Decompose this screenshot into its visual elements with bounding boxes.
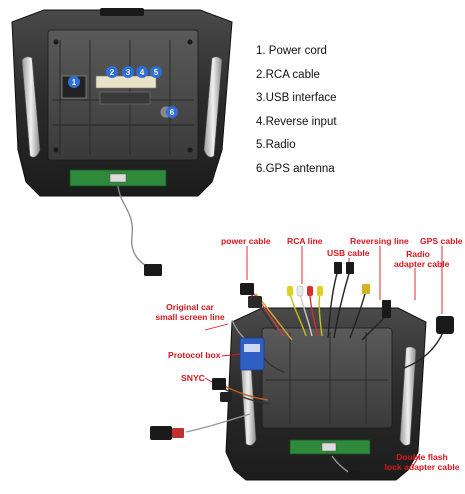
callout-usb-cable: USB cable [327, 248, 370, 258]
svg-text:6: 6 [170, 108, 175, 117]
callout-reversing-line: Reversing line [350, 236, 409, 246]
callout-double-flash: Double flash lock adapter cable [384, 452, 460, 472]
bottom-head-unit [225, 307, 427, 481]
callout-radio-adapter: Radio adapter cable [394, 249, 450, 269]
port-list-item: 4.Reverse input [256, 115, 337, 128]
port-marker-1: 1 [68, 76, 80, 88]
port-list-item: 1. Power cord [256, 45, 327, 57]
svg-text:2: 2 [110, 68, 115, 77]
callout-double-flash-line: Double flash [396, 452, 448, 462]
callout-snyc: SNYC [181, 373, 205, 383]
port-marker-3: 3 [122, 66, 134, 78]
port-list-item: 2.RCA cable [256, 68, 320, 81]
callout-double-flash-line: lock adapter cable [384, 462, 460, 472]
port-list-item: 5.Radio [256, 139, 296, 151]
svg-text:1: 1 [72, 78, 77, 87]
callout-rca-line: RCA line [287, 236, 323, 246]
svg-text:5: 5 [154, 68, 159, 77]
port-marker-6: 6 [166, 106, 178, 118]
top-head-unit [11, 8, 233, 276]
callout-original-car-line: small screen line [155, 312, 225, 322]
port-list-item: 3.USB interface [256, 92, 337, 104]
port-list: 1. Power cord 2.RCA cable 3.USB interfac… [256, 40, 456, 181]
port-marker-5: 5 [150, 66, 162, 78]
port-marker-4: 4 [136, 66, 148, 78]
port-markers: 1 2 3 4 5 6 [68, 66, 178, 118]
callout-radio-adapter-line: adapter cable [394, 259, 450, 269]
harness-connectors [150, 262, 454, 480]
callout-power-cable: power cable [221, 236, 271, 246]
callout-leaders [204, 246, 443, 469]
callout-protocol-box: Protocol box [168, 350, 221, 360]
svg-text:4: 4 [140, 68, 145, 77]
port-list-item: 6.GPS antenna [256, 162, 335, 175]
callout-original-car: Original car small screen line [150, 302, 230, 322]
callout-original-car-line: Original car [166, 302, 214, 312]
callout-gps-cable: GPS cable [420, 236, 463, 246]
callout-radio-adapter-line: Radio [406, 249, 430, 259]
svg-text:3: 3 [126, 68, 131, 77]
port-marker-2: 2 [106, 66, 118, 78]
